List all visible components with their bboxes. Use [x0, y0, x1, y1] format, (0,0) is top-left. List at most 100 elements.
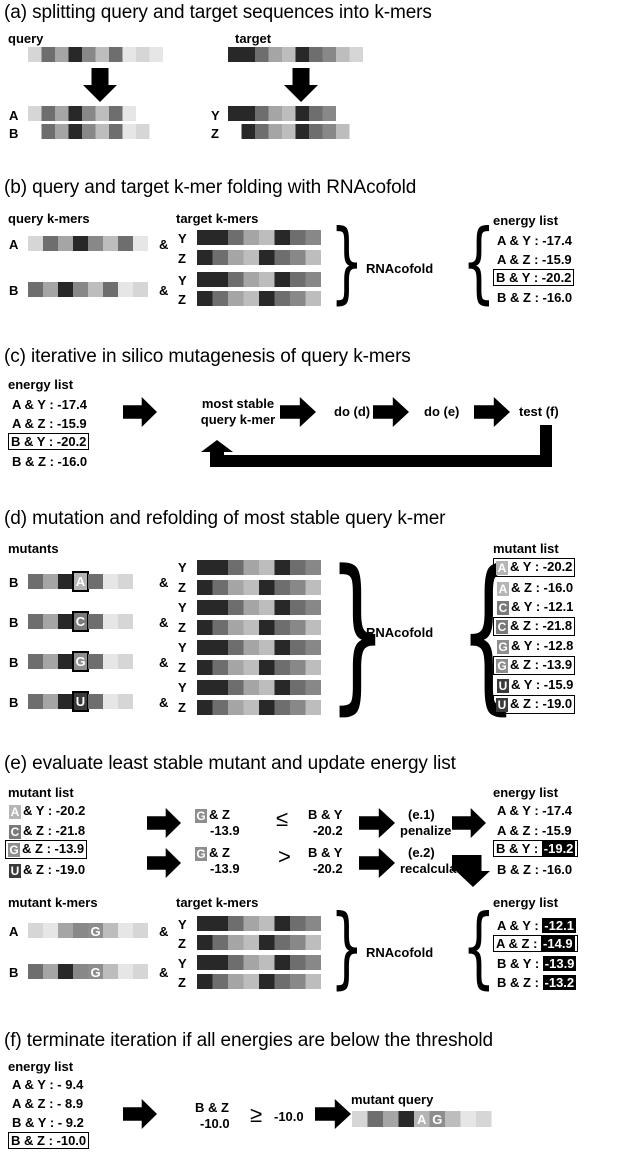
target-kmer-block: [212, 680, 228, 695]
energy-row: A & Y : -17.4: [12, 398, 87, 411]
target-kmer-block: [274, 955, 290, 970]
target-kmer-block: [228, 935, 244, 950]
energy-separator: :: [49, 454, 58, 469]
right-arrow: [280, 397, 316, 427]
energy-value: -12.8: [543, 638, 574, 653]
energy-separator: :: [533, 936, 542, 951]
energy-row: A & Z : -15.9: [497, 824, 572, 837]
target-kmer-block: [259, 291, 275, 306]
target-kmer-block: [290, 600, 306, 615]
target-kmer-block: [290, 250, 306, 265]
target-kmer-block: [212, 620, 228, 635]
kmer-label-Y: Y: [178, 680, 187, 695]
kmer-B-block: [82, 124, 96, 139]
energy-row: B & Y : - 9.2: [12, 1116, 84, 1129]
kmer-Z-block: [268, 124, 282, 139]
kmer-B-block: [118, 282, 133, 297]
target-kmer-block: [212, 640, 228, 655]
target-kmer-block: [259, 916, 275, 931]
target-kmer-block: [243, 680, 259, 695]
energy-pair: A & Y: [497, 233, 535, 248]
query-label: query: [8, 31, 44, 46]
mutant-list-label-d: mutant list: [493, 541, 559, 556]
energy-value: -13.9: [542, 656, 573, 672]
mutant-kmer-A-block: [28, 923, 43, 938]
kmer-B-block: [136, 124, 150, 139]
target-kmer-block: [212, 916, 228, 931]
target-kmer-block: [274, 660, 290, 675]
mutant-kmer-A-block: [58, 923, 73, 938]
mutant-query-block: [445, 1111, 461, 1127]
target-kmer-block: [243, 291, 259, 306]
kmer-A-block: [122, 106, 136, 121]
step-recalculate: recalculate: [400, 861, 468, 876]
nucleotide-block: [28, 574, 43, 589]
energy-separator: :: [534, 290, 543, 305]
mutant-U-letter: U: [76, 694, 85, 709]
target-kmer-block: [197, 640, 213, 655]
target-kmer-block: [259, 955, 275, 970]
target-kmer-block: [197, 935, 213, 950]
energy-value: -15.9: [57, 416, 87, 431]
mutant-query-block: [352, 1111, 368, 1127]
target-sequence-block: [295, 47, 309, 62]
energy-pair: & Z: [510, 695, 535, 711]
energy-value: -15.9: [542, 252, 572, 267]
kmer-label-Z: Z: [178, 660, 186, 675]
mutant-C-square: C: [497, 601, 509, 615]
step-penalize: penalize: [400, 823, 452, 838]
right-arrow: [359, 808, 395, 838]
target-kmer-block: [274, 291, 290, 306]
step-do-d: do (d): [334, 404, 371, 419]
kmer-B-block: [88, 282, 103, 297]
step-do-e: do (e): [424, 404, 460, 419]
target-kmer-block: [259, 640, 275, 655]
target-kmer-block: [197, 272, 213, 287]
kmer-label-A: A: [9, 108, 19, 123]
right-brace: }: [330, 210, 364, 313]
compare1-left: G& Z: [195, 808, 230, 823]
kmer-Y-block: [295, 106, 309, 121]
kmer-label-B: B: [9, 695, 19, 710]
target-kmer-block: [274, 580, 290, 595]
target-kmer-block: [228, 916, 244, 931]
amp-symbol: &: [159, 965, 169, 980]
mutant-kmer-B-block: [43, 964, 58, 979]
kmer-label-Y: Y: [178, 956, 187, 971]
kmer-Z-block: [336, 124, 350, 139]
target-kmer-block: [212, 955, 228, 970]
kmer-label-Z: Z: [178, 580, 186, 595]
kmer-A-block: [58, 236, 73, 251]
energy-row: B & Z : -13.2: [497, 975, 577, 990]
target-kmer-block: [259, 580, 275, 595]
target-kmer-block: [305, 620, 321, 635]
step-most-stable-line1: most stable: [201, 396, 275, 411]
up-arrow-head: [201, 440, 233, 452]
energy-pair: & Y: [511, 677, 536, 692]
kmer-B-block: [28, 282, 43, 297]
step-e2: (e.2): [408, 845, 435, 860]
mutant-kmer-B-block: [28, 964, 43, 979]
target-kmer-block: [228, 580, 244, 595]
kmer-label-A: A: [9, 924, 19, 939]
mutant-kmer-B-block: [103, 964, 118, 979]
down-arrow: [83, 68, 117, 102]
target-kmer-block: [197, 660, 213, 675]
kmer-label-B: B: [9, 965, 19, 980]
kmer-B-block: [68, 124, 82, 139]
right-arrow: [373, 397, 409, 427]
target-kmer-block: [274, 680, 290, 695]
nucleotide-block: [88, 574, 103, 589]
target-kmer-block: [259, 560, 275, 575]
query-sequence-block: [55, 47, 69, 62]
nucleotide-block: [118, 574, 133, 589]
kmer-A-block: [109, 106, 123, 121]
right-arrow: [474, 397, 510, 427]
energy-value: -21.8: [55, 822, 86, 838]
right-arrow: [452, 808, 486, 838]
energy-separator: :: [534, 803, 543, 818]
target-kmer-block: [243, 955, 259, 970]
energy-row: U& Y : -15.9: [497, 678, 573, 693]
energy-pair: B & Y: [496, 841, 534, 856]
query-sequence-block: [41, 47, 55, 62]
